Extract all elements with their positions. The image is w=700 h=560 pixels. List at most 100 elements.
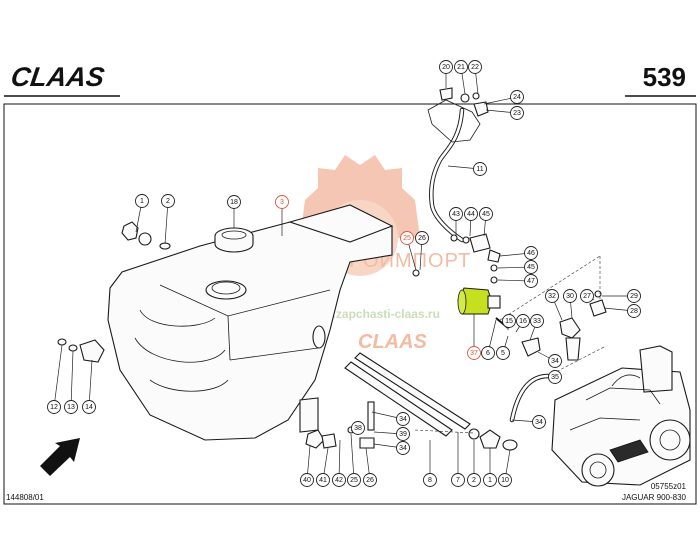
callout-2[interactable]: 2 — [161, 194, 175, 208]
callout-label: 26 — [418, 235, 426, 242]
callout-label: 47 — [527, 278, 535, 285]
callout-40[interactable]: 40 — [300, 473, 314, 487]
callout-label: 7 — [456, 477, 460, 484]
callout-27[interactable]: 27 — [580, 289, 594, 303]
callout-35[interactable]: 35 — [548, 370, 562, 384]
callout-circle — [627, 289, 641, 303]
callout-label: 1 — [140, 198, 144, 205]
callout-label: 34 — [399, 445, 407, 452]
callout-circle — [548, 354, 562, 368]
callout-44[interactable]: 44 — [464, 207, 478, 221]
callout-5[interactable]: 5 — [496, 346, 510, 360]
callout-label: 32 — [548, 293, 556, 300]
callout-label: 41 — [319, 477, 327, 484]
callout-46[interactable]: 46 — [524, 246, 538, 260]
callout-28[interactable]: 28 — [627, 304, 641, 318]
callout-33[interactable]: 33 — [530, 314, 544, 328]
callout-circle — [351, 421, 365, 435]
callout-label: 24 — [513, 94, 521, 101]
callout-15[interactable]: 15 — [502, 314, 516, 328]
callout-34[interactable]: 34 — [532, 415, 546, 429]
callout-circle — [316, 473, 330, 487]
callout-10[interactable]: 10 — [498, 473, 512, 487]
callout-21[interactable]: 21 — [454, 60, 468, 74]
callout-1[interactable]: 1 — [483, 473, 497, 487]
callout-30[interactable]: 30 — [563, 289, 577, 303]
callout-6[interactable]: 6 — [481, 346, 495, 360]
brand-logo: CLAAS — [9, 61, 106, 92]
callout-label: 18 — [230, 199, 238, 206]
mount-parts-left — [57, 338, 105, 363]
callout-circle — [481, 346, 495, 360]
filler-cap — [214, 227, 254, 253]
callout-label: 5 — [501, 350, 505, 357]
callout-39[interactable]: 39 — [396, 427, 410, 441]
callout-42[interactable]: 42 — [332, 473, 346, 487]
callout-circle — [468, 60, 482, 74]
callout-circle — [396, 412, 410, 426]
callout-34[interactable]: 34 — [396, 412, 410, 426]
callout-14[interactable]: 14 — [82, 400, 96, 414]
callout-label: 16 — [519, 318, 527, 325]
header: CLAAS 539 — [4, 61, 696, 97]
callout-label: 46 — [527, 250, 535, 257]
leader-line-14 — [88, 359, 93, 408]
callout-45[interactable]: 45 — [479, 207, 493, 221]
harvester-machine-illustration — [551, 345, 691, 487]
callout-26[interactable]: 26 — [415, 231, 429, 245]
callout-circle — [545, 289, 559, 303]
callout-2[interactable]: 2 — [467, 473, 481, 487]
callout-41[interactable]: 41 — [316, 473, 330, 487]
callout-25[interactable]: 25 — [347, 473, 361, 487]
callout-3[interactable]: 3 — [275, 195, 289, 209]
callout-label: 2 — [472, 477, 476, 484]
callout-circle — [524, 260, 538, 274]
callout-18[interactable]: 18 — [227, 195, 241, 209]
callout-38[interactable]: 38 — [351, 421, 365, 435]
callout-circle — [563, 289, 577, 303]
callout-circle — [82, 400, 96, 414]
callout-8[interactable]: 8 — [423, 473, 437, 487]
direction-arrow-icon — [40, 438, 80, 476]
callout-32[interactable]: 32 — [545, 289, 559, 303]
watermark-brand: CLAAS — [358, 331, 428, 353]
callout-circle — [275, 195, 289, 209]
callout-circle — [467, 346, 481, 360]
callout-13[interactable]: 13 — [64, 400, 78, 414]
callout-11[interactable]: 11 — [473, 162, 487, 176]
callout-label: 21 — [457, 64, 465, 71]
callout-29[interactable]: 29 — [627, 289, 641, 303]
highlighted-part-37 — [457, 287, 509, 329]
callout-34[interactable]: 34 — [396, 441, 410, 455]
callout-12[interactable]: 12 — [47, 400, 61, 414]
callout-43[interactable]: 43 — [449, 207, 463, 221]
callout-7[interactable]: 7 — [451, 473, 465, 487]
callout-circle — [227, 195, 241, 209]
callout-label: 45 — [482, 211, 490, 218]
callout-26[interactable]: 26 — [363, 473, 377, 487]
callout-1[interactable]: 1 — [135, 194, 149, 208]
callout-34[interactable]: 34 — [548, 354, 562, 368]
callout-47[interactable]: 47 — [524, 274, 538, 288]
callout-label: 11 — [476, 166, 483, 173]
callout-45[interactable]: 45 — [524, 260, 538, 274]
callout-23[interactable]: 23 — [510, 106, 524, 120]
callout-label: 35 — [551, 374, 559, 381]
callout-label: 42 — [335, 477, 343, 484]
leader-line-25 — [350, 433, 355, 481]
callout-label: 34 — [551, 358, 559, 365]
callout-label: 34 — [535, 419, 543, 426]
callout-24[interactable]: 24 — [510, 90, 524, 104]
callout-circle — [396, 441, 410, 455]
callout-25[interactable]: 25 — [400, 231, 414, 245]
callout-circle — [423, 473, 437, 487]
callout-label: 43 — [452, 211, 460, 218]
callout-16[interactable]: 16 — [516, 314, 530, 328]
callout-circle — [332, 473, 346, 487]
callout-label: 34 — [399, 416, 407, 423]
callout-20[interactable]: 20 — [439, 60, 453, 74]
callout-circle — [548, 370, 562, 384]
callout-circle — [530, 314, 544, 328]
callout-22[interactable]: 22 — [468, 60, 482, 74]
callout-37[interactable]: 37 — [467, 346, 481, 360]
